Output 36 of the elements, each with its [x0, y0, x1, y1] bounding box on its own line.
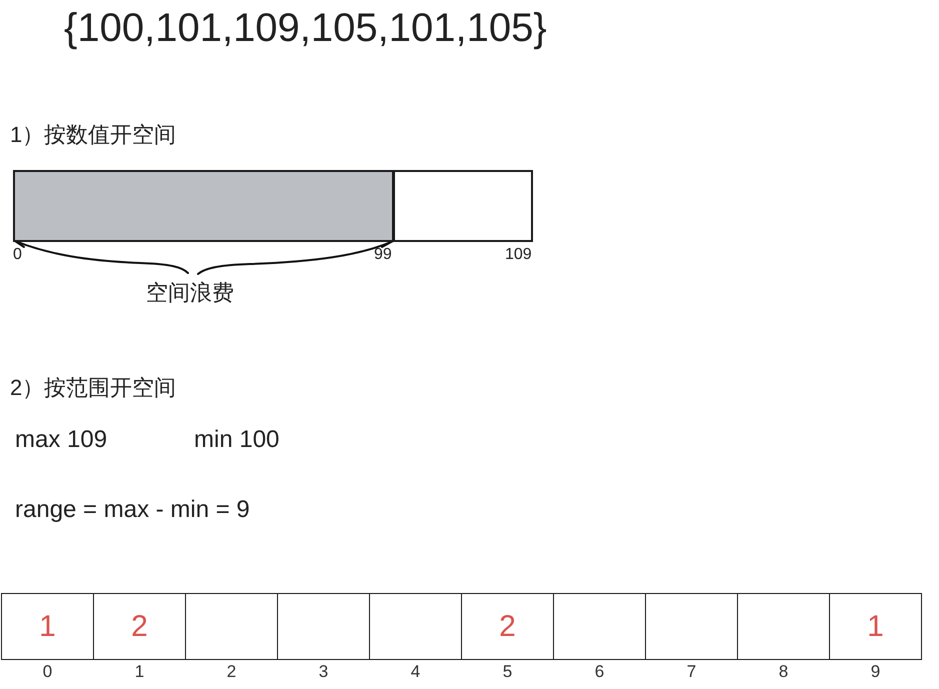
- scale-label: 99: [374, 245, 392, 264]
- index-label: 2: [226, 662, 238, 682]
- array-cell: [277, 593, 370, 660]
- cell-value: 2: [131, 610, 148, 643]
- cell-value: 1: [867, 610, 884, 643]
- index-label: 9: [870, 662, 882, 682]
- formula-text: max 109: [15, 426, 108, 455]
- array-cell: [93, 593, 186, 660]
- index-label: 7: [686, 662, 698, 682]
- index-label: 1: [134, 662, 146, 682]
- index-label: 3: [318, 662, 330, 682]
- scale-label: 109: [505, 245, 532, 264]
- array-cell: [1, 593, 94, 660]
- index-label: 8: [778, 662, 790, 682]
- index-label: 5: [502, 662, 514, 682]
- bar-segment: [395, 170, 533, 242]
- array-cell: [461, 593, 554, 660]
- section-heading: 1）按数值开空间: [10, 122, 176, 148]
- index-label: 4: [410, 662, 422, 682]
- formula-text: min 100: [194, 426, 280, 455]
- formula-text: range = max - min = 9: [15, 496, 250, 525]
- scale-label: 0: [13, 245, 22, 264]
- array-cell: [185, 593, 278, 660]
- index-label: 6: [594, 662, 606, 682]
- bar-segment: [13, 170, 395, 242]
- array-cell: [369, 593, 462, 660]
- index-label: 0: [42, 662, 54, 682]
- brace-label: 空间浪费: [146, 280, 234, 306]
- array-cell: [829, 593, 922, 660]
- cell-value: 2: [499, 610, 516, 643]
- cell-value: 1: [39, 610, 56, 643]
- array-cell: [645, 593, 738, 660]
- title: {100,101,109,105,101,105}: [64, 5, 547, 52]
- section-heading: 2）按范围开空间: [10, 375, 176, 402]
- array-cell: [553, 593, 646, 660]
- array-cell: [737, 593, 830, 660]
